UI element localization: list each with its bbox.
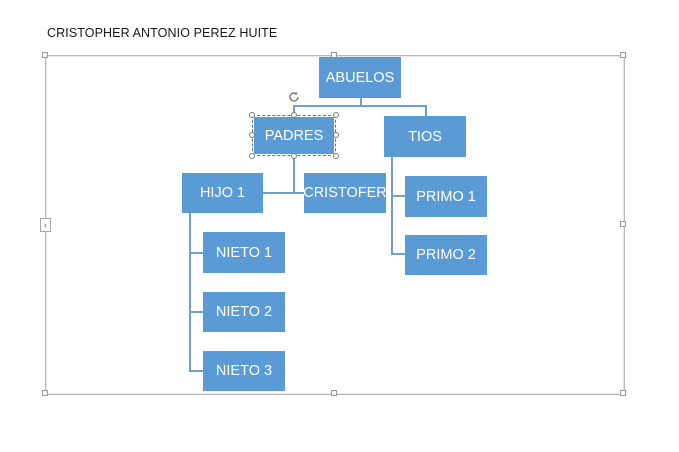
selection-handle-middle-right[interactable]	[333, 132, 339, 138]
connector-tios-spine	[391, 156, 393, 254]
connector-to-tios	[425, 105, 427, 117]
node-padres[interactable]: PADRES	[254, 117, 334, 154]
node-nieto-1[interactable]: NIETO 1	[203, 232, 285, 273]
frame-handle-bottom-center[interactable]	[331, 390, 337, 396]
frame-handle-top-left[interactable]	[42, 52, 48, 58]
connector-to-padres	[293, 105, 295, 115]
connector-to-nieto2	[189, 311, 203, 313]
node-nieto-3[interactable]: NIETO 3	[203, 351, 285, 391]
connector-sibling-bar	[293, 105, 426, 107]
connector-abuelos-down	[360, 97, 362, 106]
document-title: CRISTOPHER ANTONIO PEREZ HUITE	[47, 26, 278, 40]
node-nieto-2[interactable]: NIETO 2	[203, 292, 285, 332]
selection-handle-bottom-left[interactable]	[249, 153, 255, 159]
connector-hijo1-spine	[189, 212, 191, 371]
connector-to-primo1	[391, 195, 405, 197]
frame-handle-bottom-left[interactable]	[42, 390, 48, 396]
node-cristofer[interactable]: CRISTOFER	[303, 173, 387, 213]
selection-handle-top-center[interactable]	[291, 112, 297, 118]
connector-padres-down	[293, 155, 295, 193]
selection-handle-top-right[interactable]	[333, 112, 339, 118]
connector-to-primo2	[391, 253, 405, 255]
rotate-icon[interactable]	[287, 90, 301, 104]
node-hijo-1[interactable]: HIJO 1	[182, 173, 263, 213]
text-pane-toggle[interactable]: ‹	[40, 218, 51, 232]
connector-to-nieto3	[189, 370, 203, 372]
node-primo-2[interactable]: PRIMO 2	[405, 235, 487, 275]
connector-to-nieto1	[189, 252, 203, 254]
node-tios[interactable]: TIOS	[384, 116, 466, 157]
frame-handle-middle-right[interactable]	[620, 221, 626, 227]
selection-handle-middle-left[interactable]	[249, 132, 255, 138]
frame-handle-top-right[interactable]	[620, 52, 626, 58]
node-primo-1[interactable]: PRIMO 1	[405, 176, 487, 217]
connector-hijo-cristofer-bar	[263, 192, 305, 194]
frame-handle-bottom-right[interactable]	[620, 390, 626, 396]
selection-handle-bottom-right[interactable]	[333, 153, 339, 159]
node-abuelos[interactable]: ABUELOS	[319, 57, 401, 98]
selection-handle-bottom-center[interactable]	[291, 153, 297, 159]
selection-handle-top-left[interactable]	[249, 112, 255, 118]
